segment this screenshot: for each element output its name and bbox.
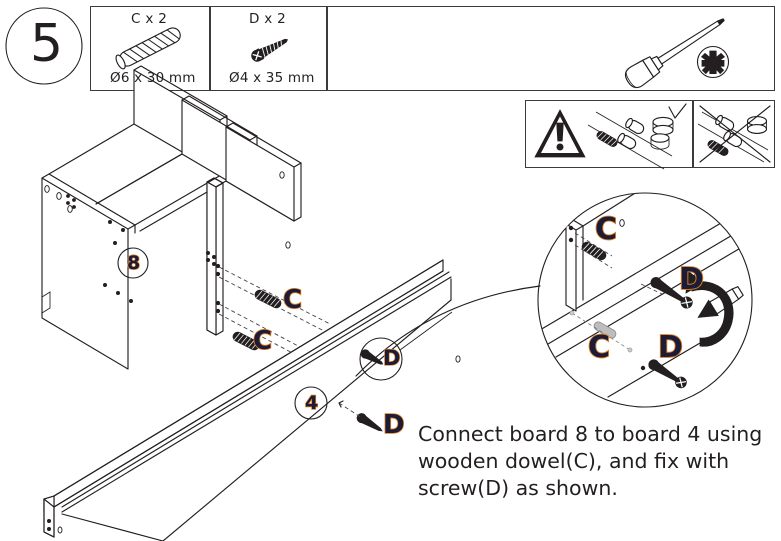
part-c-label: C x 2 (131, 11, 168, 27)
part-c-dimension: Ø6 x 30 mm (110, 70, 196, 86)
screwdriver-icon (624, 18, 725, 89)
detail-callout-c-upper: C (594, 211, 618, 248)
warning-correct-illustration (587, 103, 687, 170)
part-d-dimension: Ø4 x 35 mm (229, 70, 315, 86)
callout-d-circle: D (382, 345, 401, 370)
check-mark-icon (668, 103, 687, 119)
board-4-illustration (43, 259, 461, 541)
screwdriver-turn-arrow-icon (685, 270, 734, 347)
screw-d-detail-upper (650, 277, 693, 309)
tool-panel (327, 6, 775, 91)
board-8-number: 8 (126, 251, 141, 274)
screw-icon (251, 38, 289, 62)
warning-triangle-icon (534, 109, 586, 158)
board-8-illustration (41, 65, 302, 370)
step-number: 5 (30, 14, 64, 74)
wooden-dowel-icon (115, 27, 181, 70)
dowel-c-upper (254, 289, 282, 309)
dowel-insertion-guides (218, 266, 331, 358)
dowel-c-lower (232, 331, 260, 351)
detail-leader-line (355, 285, 541, 377)
detail-view-circle (537, 192, 753, 408)
step-circle (5, 7, 83, 85)
callout-c-lower: C (252, 325, 273, 357)
detail-callout-c-lower: C (587, 329, 611, 366)
cross-mark-icon (699, 105, 771, 163)
part-d-label: D x 2 (249, 11, 287, 27)
detail-callout-d-upper: D (678, 261, 705, 298)
detail-callout-d-lower: D (657, 329, 684, 366)
board-4-number: 4 (304, 391, 319, 414)
callout-c-upper: C (282, 284, 303, 316)
warning-incorrect-illustration (697, 105, 771, 163)
instruction-text: Connect board 8 to board 4 using wooden … (418, 422, 763, 500)
pozidriv-bit-icon (696, 45, 730, 79)
screw-d-detail-lower (648, 359, 687, 389)
screw-d-small-callout (360, 349, 384, 365)
callout-d-face: D (382, 409, 405, 441)
